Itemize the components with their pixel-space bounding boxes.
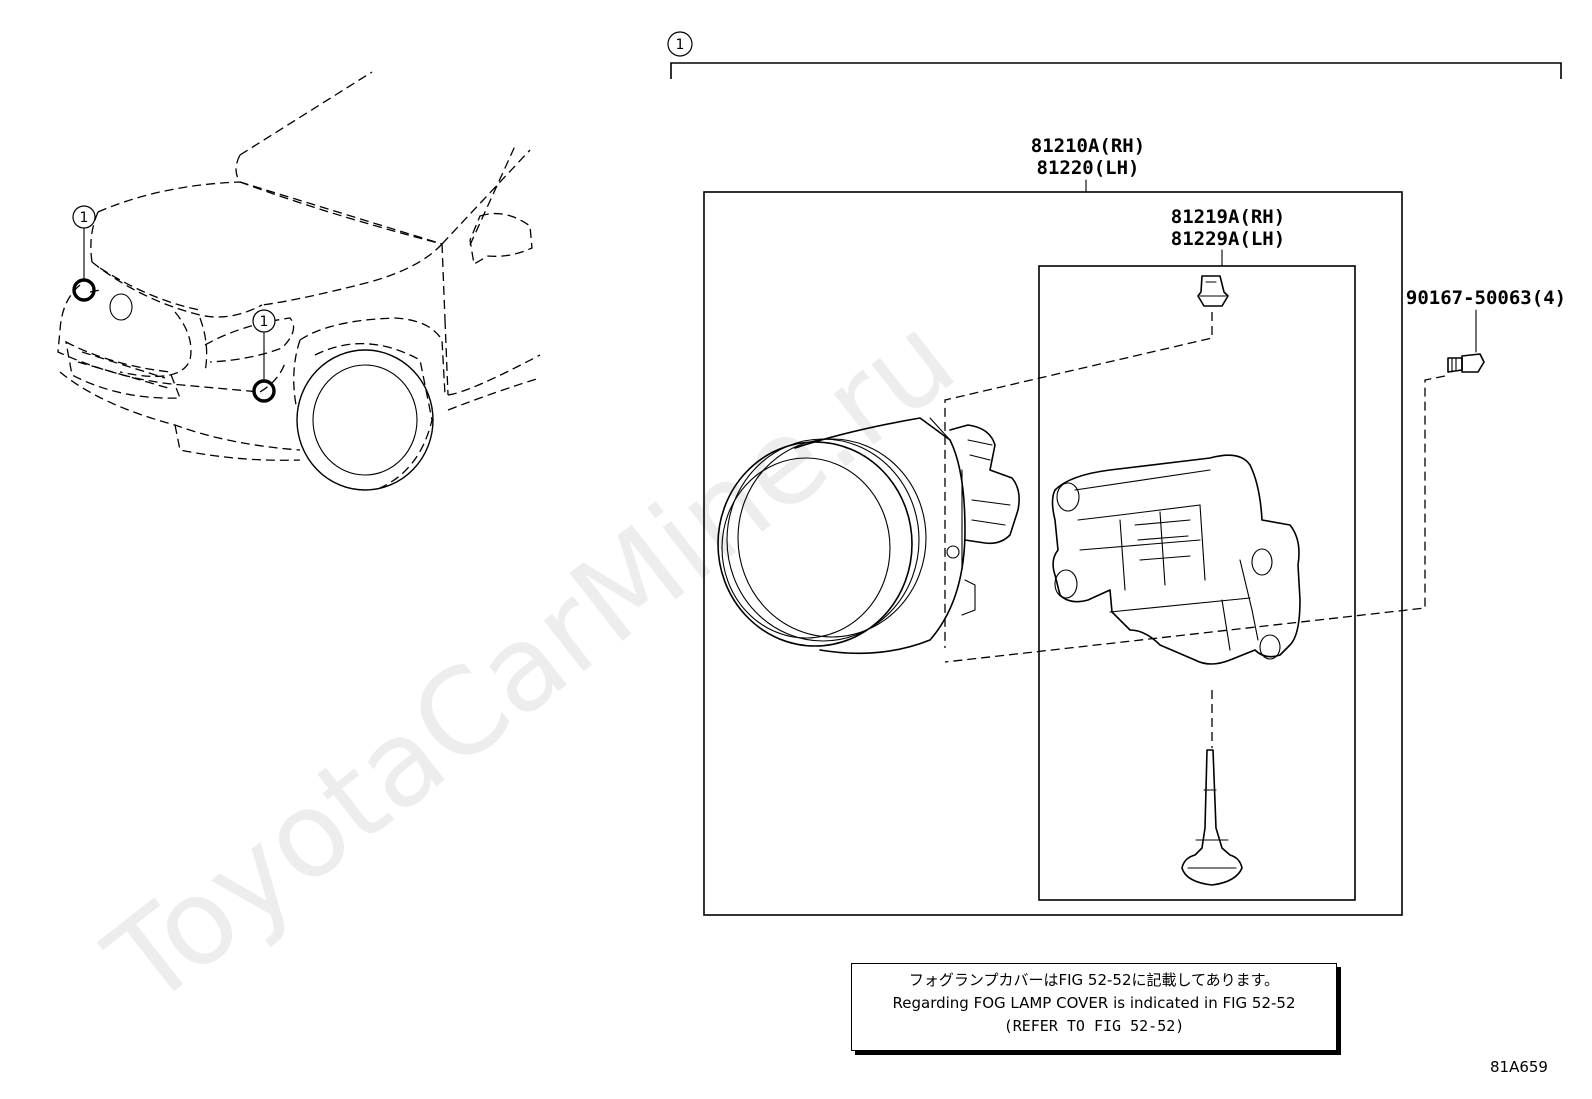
- reference-note: フォグランプカバーはFIG 52-52に記載してあります。 Regarding …: [851, 963, 1337, 1051]
- group-callout-label: 1: [676, 37, 685, 53]
- part-number-fog-lamp-rh: 81210A(RH): [1031, 135, 1145, 157]
- car-callout-left-label: 1: [80, 210, 89, 226]
- car-callout-left: 1: [72, 205, 96, 229]
- car-front-illustration: 1 1: [57, 71, 541, 491]
- bulb-socket-part: [1181, 749, 1243, 886]
- watermark-text: ToyotaCarMine.ru: [81, 289, 979, 1033]
- fog-lamp-unit: [717, 417, 1020, 655]
- screw-part: [1447, 353, 1485, 373]
- assembly-leader-lines: [944, 312, 1446, 748]
- group-bracket: 1: [667, 31, 1562, 79]
- fog-lamp-location-right: [252, 379, 276, 403]
- fog-lamp-assy-box: [703, 191, 1403, 916]
- watermark: ToyotaCarMine.ru: [81, 289, 979, 1033]
- note-english: Regarding FOG LAMP COVER is indicated in…: [892, 994, 1296, 1012]
- note-japanese: フォグランプカバーはFIG 52-52に記載してあります。: [908, 971, 1280, 989]
- part-number-bracket-rh: 81219A(RH): [1171, 206, 1285, 228]
- bracket-box: [1038, 265, 1356, 901]
- note-refer: (REFER TO FIG 52-52): [1003, 1017, 1185, 1035]
- car-callout-right: 1: [252, 309, 276, 333]
- fog-lamp-bracket: [1051, 454, 1301, 665]
- part-number-fog-lamp-lh: 81220(LH): [1037, 157, 1140, 179]
- part-number-bracket-lh: 81229A(LH): [1171, 228, 1285, 250]
- car-callout-right-label: 1: [260, 314, 269, 330]
- clip-part: [1197, 275, 1229, 307]
- figure-id: 81A659: [1490, 1058, 1548, 1076]
- fog-lamp-location-left: [72, 278, 96, 302]
- part-number-screw: 90167-50063(4): [1406, 287, 1566, 309]
